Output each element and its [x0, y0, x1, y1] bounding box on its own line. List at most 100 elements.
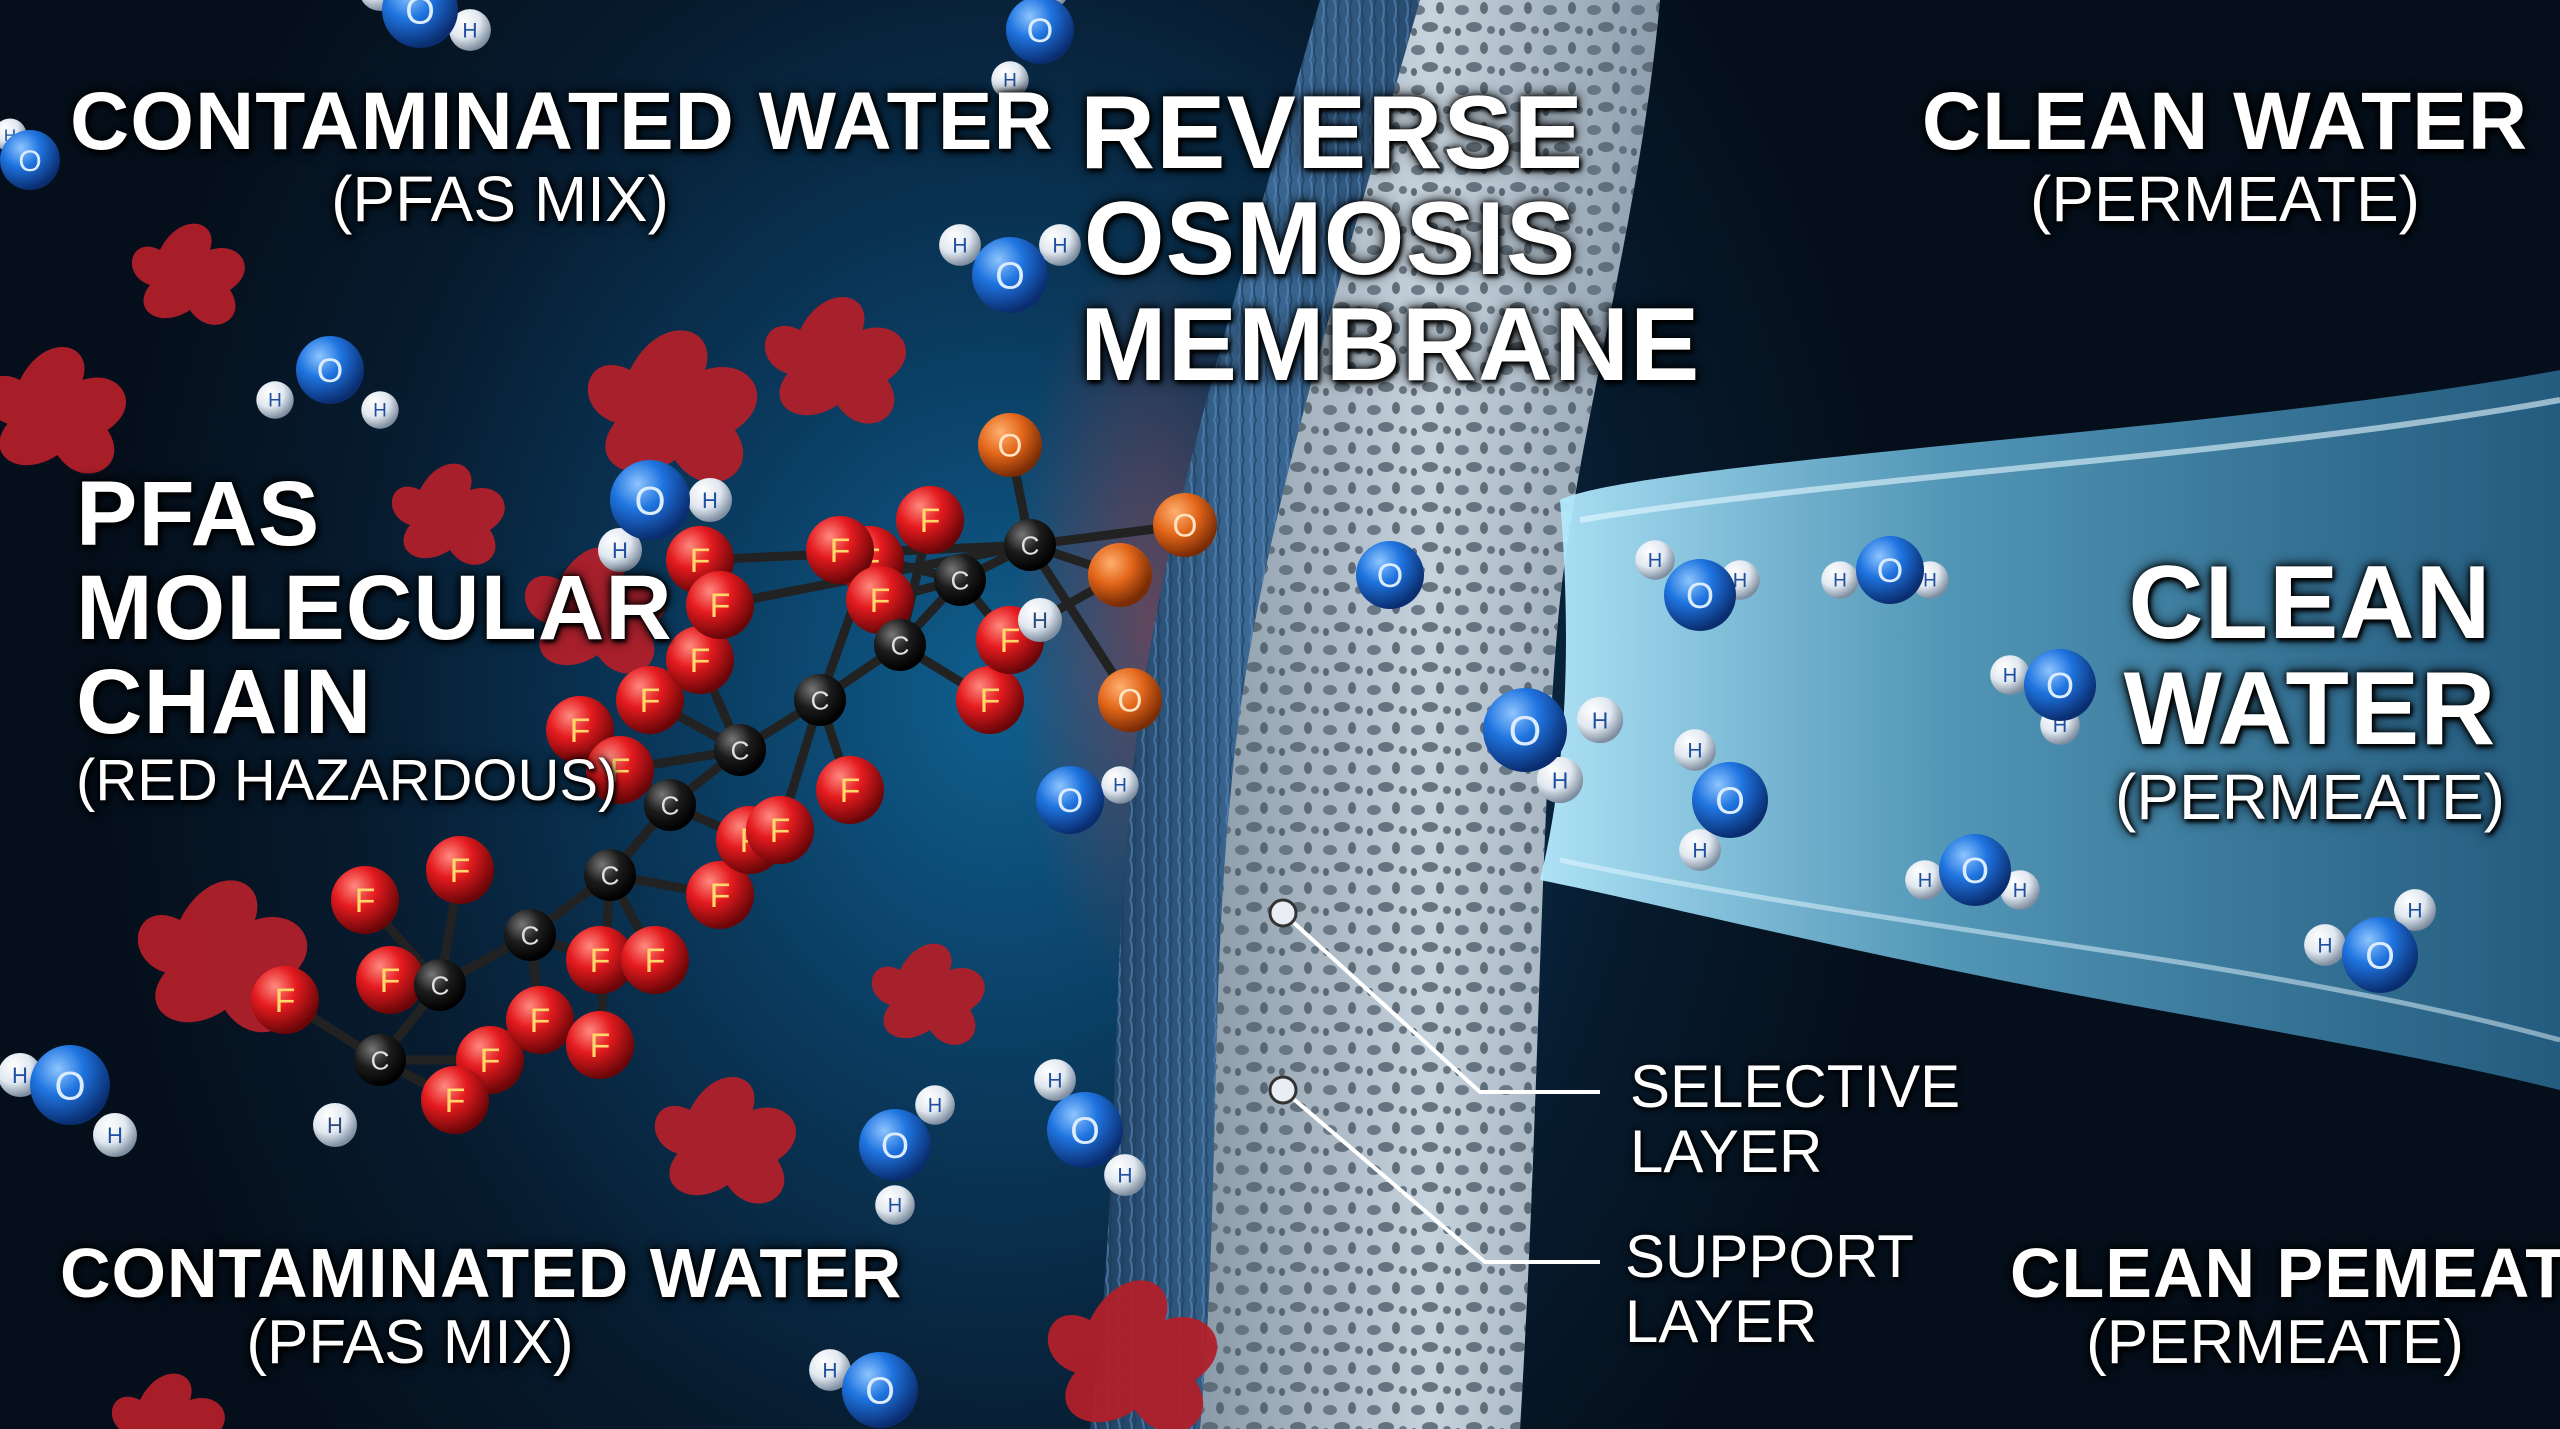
carbon-atom: C [584, 849, 636, 901]
clean-water-mid-label: CLEAN WATER (PERMEATE) [2080, 550, 2540, 833]
svg-text:F: F [640, 682, 661, 720]
svg-text:O: O [1686, 575, 1714, 616]
support-layer-callout: SUPPORT LAYER [1625, 1224, 1914, 1355]
water-oxygen-atom: O [30, 1045, 110, 1125]
svg-text:H: H [2003, 665, 2017, 687]
svg-text:O: O [1118, 683, 1143, 719]
svg-text:H: H [373, 401, 387, 422]
svg-text:H: H [1833, 571, 1847, 592]
svg-text:H: H [2013, 880, 2027, 902]
svg-text:C: C [371, 1045, 390, 1075]
svg-text:F: F [530, 1002, 551, 1040]
svg-text:H: H [1052, 235, 1067, 258]
hydrogen-atom: H [1821, 561, 1859, 599]
svg-text:F: F [590, 942, 611, 980]
water-oxygen-atom: O [972, 237, 1048, 313]
svg-text:F: F [645, 942, 666, 980]
water-oxygen-atom: O [1036, 766, 1104, 834]
svg-text:O: O [865, 1371, 895, 1413]
svg-text:F: F [445, 1082, 466, 1120]
water-oxygen-atom: O [1664, 559, 1736, 631]
svg-text:H: H [462, 20, 477, 43]
water-oxygen-atom: O [1692, 762, 1768, 838]
svg-text:H: H [107, 1123, 123, 1148]
hydrogen-atom: H [449, 9, 491, 51]
svg-text:O: O [1961, 850, 1989, 891]
fluorine-atom: F [586, 736, 654, 804]
svg-text:F: F [920, 502, 941, 540]
pfas-chain-label: PFAS MOLECULAR CHAIN (RED HAZARDOUS) [76, 463, 673, 814]
hydrogen-atom: H [991, 61, 1029, 99]
fluorine-atom: F [806, 516, 874, 584]
carbon-atom: C [874, 619, 926, 671]
svg-text:O: O [998, 428, 1023, 464]
fluorine-atom: F [566, 1011, 634, 1079]
fluorine-atom: F [616, 666, 684, 734]
contaminant-blob [112, 1373, 225, 1429]
contaminated-top-subtitle: (PFAS MIX) [331, 162, 669, 235]
svg-text:F: F [590, 1027, 611, 1065]
fluorine-atom: F [686, 861, 754, 929]
hydrogen-atom: H [1101, 766, 1139, 804]
fluorine-atom: F [506, 986, 574, 1054]
svg-text:O: O [1173, 508, 1198, 544]
membrane-title-line2: OSMOSIS [1083, 181, 1577, 298]
contaminated-water-bottom-label: CONTAMINATED WATER (PFAS MIX) [60, 1237, 901, 1378]
hydrogen-atom: H [688, 478, 732, 522]
fluorine-atom: F [746, 796, 814, 864]
fluorine-atom: F [686, 571, 754, 639]
svg-text:F: F [690, 542, 711, 580]
water-oxygen-atom: O [859, 1109, 931, 1181]
pfas-chain-subtitle: (RED HAZARDOUS) [76, 748, 618, 814]
svg-text:C: C [1021, 530, 1040, 560]
water-oxygen-atom: O [1483, 688, 1567, 772]
svg-text:H: H [952, 235, 967, 258]
clean-bottom-title: CLEAN PEMEATE [2010, 1234, 2560, 1312]
contaminated-top-title: CONTAMINATED WATER [70, 76, 1054, 167]
svg-text:H: H [1918, 870, 1932, 892]
svg-text:C: C [601, 860, 620, 890]
svg-text:H: H [1047, 1070, 1062, 1093]
svg-text:F: F [690, 642, 711, 680]
svg-text:H: H [1552, 767, 1569, 793]
svg-text:H: H [1692, 840, 1707, 863]
phosphorus-center [1090, 545, 1150, 605]
fluorine-atom: F [251, 966, 319, 1034]
svg-text:F: F [710, 587, 731, 625]
svg-text:F: F [770, 812, 791, 850]
fluorine-atom: F [421, 1066, 489, 1134]
membrane-title-line3: MEMBRANE [1080, 287, 1701, 404]
contaminant-blob [0, 347, 127, 474]
svg-text:O: O [2046, 665, 2074, 706]
clean-mid-line2: WATER [2123, 651, 2497, 768]
hydrogen-atom: H [1034, 1059, 1076, 1101]
pfas-chain-line3: CHAIN [76, 650, 373, 753]
support-layer-line2: LAYER [1625, 1287, 1818, 1355]
svg-text:O: O [317, 352, 343, 390]
contaminant-blobs [0, 223, 1218, 1429]
svg-text:C: C [731, 735, 750, 765]
water-oxygen-atom: O [382, 0, 458, 48]
fluorine-atom: F [666, 626, 734, 694]
svg-text:H: H [2317, 935, 2332, 958]
svg-text:F: F [570, 712, 591, 750]
svg-text:H: H [822, 1360, 837, 1383]
water-oxygen-atom: O [842, 1352, 918, 1428]
clean-top-subtitle: (PERMEATE) [2030, 162, 2420, 235]
water-oxygen-atom: O [2342, 917, 2418, 993]
membrane-title-line1: REVERSE [1080, 75, 1585, 191]
hydrogen-atom: H [1990, 655, 2030, 695]
svg-text:O: O [54, 1064, 85, 1108]
contaminant-blob [764, 297, 907, 424]
svg-text:H: H [372, 0, 387, 3]
pfas-chain-line1: PFAS [76, 463, 321, 565]
carbon-atom: C [794, 674, 846, 726]
contaminant-blob [871, 943, 985, 1045]
fluorine-atom: F [816, 756, 884, 824]
svg-text:O: O [1057, 782, 1083, 820]
fluorine-atom: F [566, 926, 634, 994]
svg-text:H: H [1733, 570, 1747, 592]
contaminant-blob [524, 547, 667, 674]
